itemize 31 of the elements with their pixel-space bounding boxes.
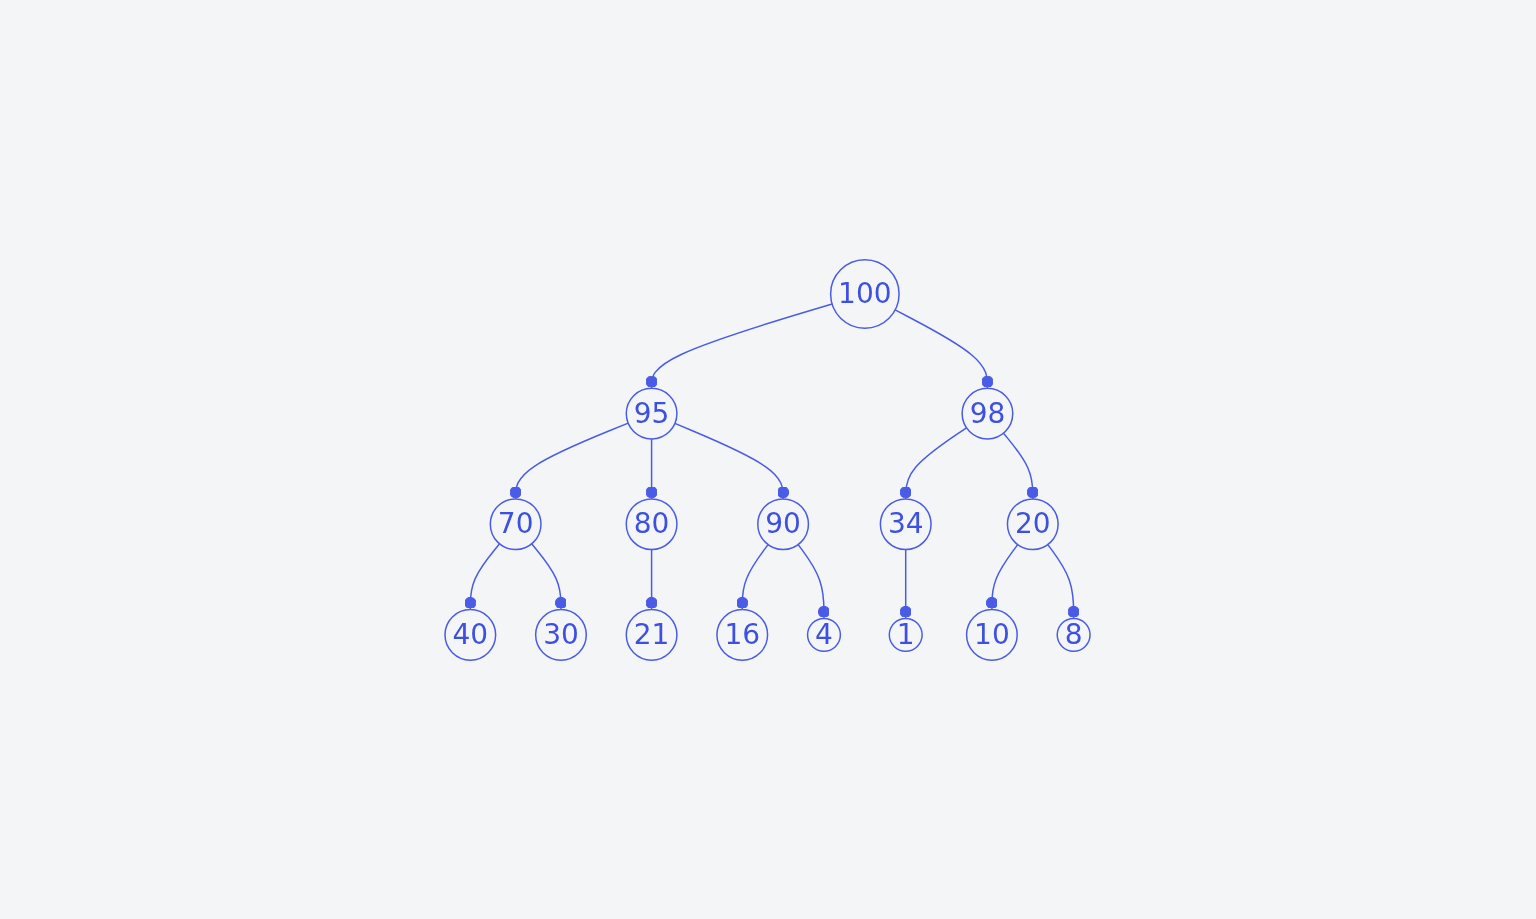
node-circle: 80 (626, 497, 679, 550)
connector (900, 426, 968, 500)
node-circle: 40 (444, 608, 497, 661)
node-circle: 1 (889, 617, 924, 652)
node-circle: 4 (807, 617, 842, 652)
connector (1003, 431, 1040, 500)
connector (900, 548, 913, 619)
node-circle: 10 (966, 608, 1019, 661)
node-circle: 70 (490, 497, 543, 550)
connector (531, 542, 568, 610)
connector (646, 302, 834, 389)
node-circle: 21 (626, 608, 679, 661)
node-circle: 16 (716, 608, 769, 661)
node-circle: 8 (1056, 617, 1092, 652)
connector (646, 548, 659, 610)
node-circle: 95 (626, 387, 679, 440)
connector (1047, 543, 1081, 619)
node-circle: 34 (880, 497, 933, 550)
connector (646, 437, 659, 500)
connector (510, 421, 630, 500)
node-circle: 90 (757, 497, 810, 550)
connector (894, 308, 994, 389)
connector (797, 543, 831, 619)
node-circle: 100 (830, 258, 901, 329)
connector (736, 543, 770, 610)
node-circle: 30 (535, 608, 588, 661)
node-circle: 98 (961, 387, 1014, 440)
connector (986, 543, 1019, 610)
connector (674, 422, 790, 500)
connector (464, 542, 501, 610)
node-circle: 20 (1007, 497, 1060, 550)
